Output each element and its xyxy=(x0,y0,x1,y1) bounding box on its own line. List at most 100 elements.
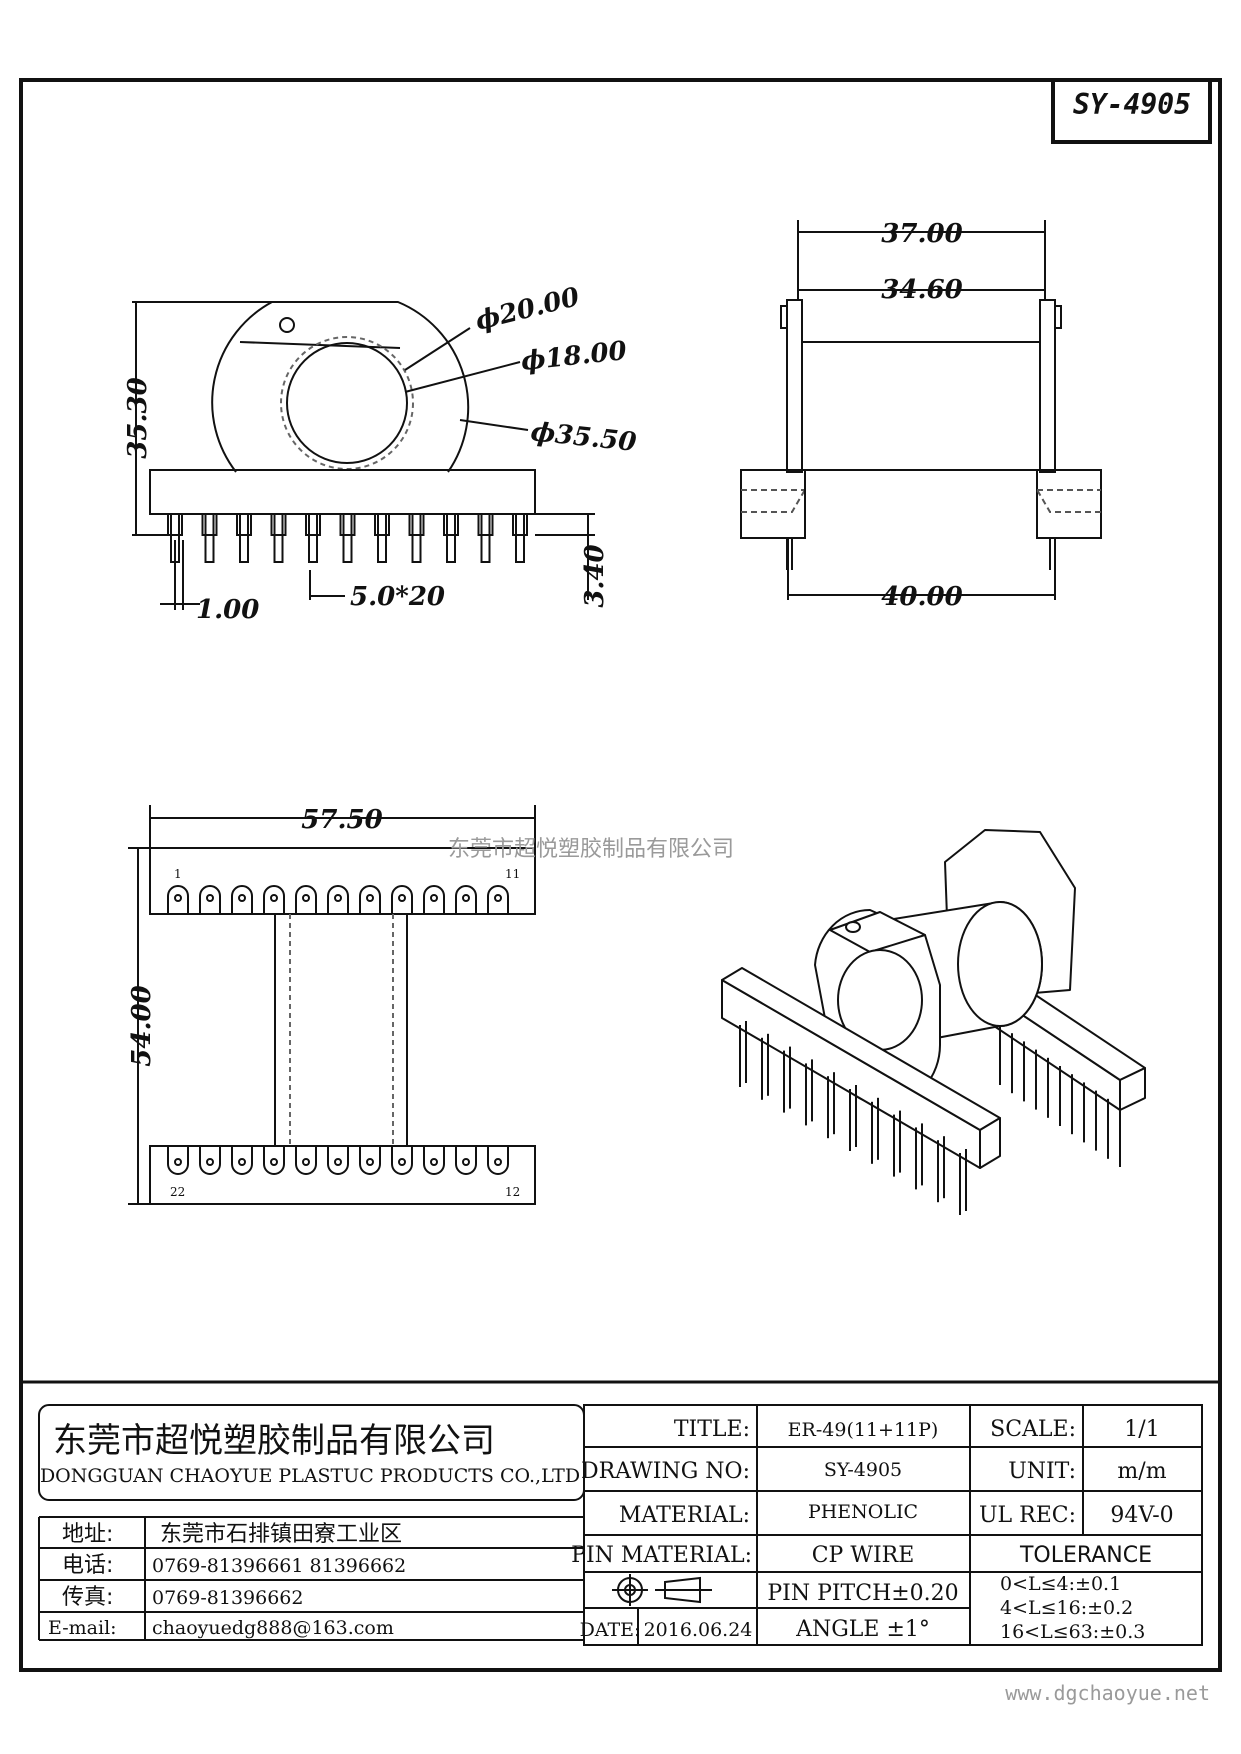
iso-back-pins xyxy=(999,1025,1121,1167)
bottom-hole-top xyxy=(302,894,310,902)
drawing-frame xyxy=(19,78,1222,1672)
dim-dia-18: ϕ18.00 xyxy=(520,336,628,377)
isometric-view xyxy=(721,829,1146,1215)
address-value: 东莞市石排镇田寮工业区 xyxy=(160,1522,402,1547)
material-value: PHENOLIC xyxy=(808,1501,918,1523)
front-pin-notch xyxy=(270,514,287,536)
dim-dia-35: ϕ35.50 xyxy=(529,417,637,458)
bottom-hole-top xyxy=(398,894,406,902)
bottom-pad-top xyxy=(455,885,477,914)
front-pin xyxy=(377,513,387,563)
bottom-hole-top xyxy=(494,894,502,902)
bottom-hole-bottom xyxy=(270,1158,278,1166)
tolerance-line-3: 16<L≤63:±0.3 xyxy=(1000,1621,1145,1643)
pin-material-label: PIN MATERIAL: xyxy=(571,1543,752,1568)
dim-inner-width: 34.60 xyxy=(881,275,962,305)
website-url: www.dgchaoyue.net xyxy=(1005,1681,1210,1705)
date-label: DATE: xyxy=(580,1619,641,1641)
front-pin xyxy=(204,513,215,563)
bottom-hole-bottom xyxy=(462,1158,470,1166)
front-pins xyxy=(167,513,528,563)
front-pin-notch xyxy=(236,514,252,536)
bottom-hole-bottom xyxy=(430,1158,438,1166)
scale-value: 1/1 xyxy=(1124,1417,1159,1442)
front-pin-notch xyxy=(512,514,528,536)
bottom-hole-top xyxy=(174,894,182,902)
date-value: 2016.06.24 xyxy=(644,1619,753,1641)
dim-bottom-width: 57.50 xyxy=(301,805,382,835)
bottom-hole-bottom xyxy=(302,1158,310,1166)
ul-label: UL REC: xyxy=(979,1503,1076,1528)
front-pin-notch xyxy=(443,514,459,536)
bottom-pad-top xyxy=(391,885,413,914)
bottom-pad-bottom xyxy=(327,1146,349,1175)
title-value: ER-49(11+11P) xyxy=(788,1419,939,1441)
drawing-no-label: DRAWING NO: xyxy=(581,1459,750,1484)
bottom-pad-top xyxy=(199,885,221,914)
bottom-hole-top xyxy=(270,894,278,902)
bottom-hole-bottom xyxy=(334,1158,342,1166)
bottom-pad-bottom xyxy=(487,1146,509,1175)
material-label: MATERIAL: xyxy=(619,1503,750,1528)
bottom-pad-top xyxy=(423,885,445,914)
bottom-pad-top xyxy=(263,885,285,914)
pin-number-12: 12 xyxy=(505,1185,520,1199)
tolerance-line-1: 0<L≤4:±0.1 xyxy=(1000,1573,1121,1595)
dim-base-width: 40.00 xyxy=(881,582,962,612)
side-view xyxy=(740,220,1102,600)
dim-pin-length: 3.40 xyxy=(580,544,610,607)
pin-material-value: CP WIRE xyxy=(812,1543,915,1568)
tolerance-label: TOLERANCE xyxy=(1019,1543,1152,1568)
email-label: E-mail: xyxy=(48,1617,117,1639)
bottom-pad-bottom xyxy=(359,1146,381,1175)
drawing-id-box: SY-4905 xyxy=(1051,78,1212,144)
unit-value: m/m xyxy=(1117,1459,1166,1484)
fax-label: 传真: xyxy=(62,1585,113,1610)
bottom-hole-top xyxy=(366,894,374,902)
front-pin xyxy=(342,513,353,563)
email-value: chaoyuedg888@163.com xyxy=(152,1617,394,1639)
drawing-no-value: SY-4905 xyxy=(824,1459,902,1481)
dim-pitch: 5.0*20 xyxy=(350,582,445,612)
front-pin xyxy=(411,513,422,563)
bottom-hole-bottom xyxy=(494,1158,502,1166)
dim-pin-width: 1.00 xyxy=(196,595,259,625)
front-pin-notch xyxy=(167,514,183,536)
bottom-hole-top xyxy=(238,894,246,902)
front-pin-notch xyxy=(305,514,321,536)
bottom-pad-bottom xyxy=(199,1146,221,1175)
front-pin xyxy=(239,513,249,563)
bottom-pad-top xyxy=(167,885,189,914)
bottom-pad-bottom xyxy=(167,1146,189,1175)
company-name-cn: 东莞市超悦塑胶制品有限公司 xyxy=(53,1421,495,1461)
bottom-pad-bottom xyxy=(295,1146,317,1175)
bottom-hole-top xyxy=(206,894,214,902)
bottom-hole-bottom xyxy=(366,1158,374,1166)
front-pin-notch xyxy=(201,514,218,536)
bottom-pad-bottom xyxy=(231,1146,253,1175)
bottom-pad-bottom xyxy=(455,1146,477,1175)
bottom-hole-bottom xyxy=(238,1158,246,1166)
tel-label: 电话: xyxy=(62,1553,113,1578)
tolerance-line-2: 4<L≤16:±0.2 xyxy=(1000,1597,1133,1619)
bottom-pad-top xyxy=(359,885,381,914)
company-name-en: DONGGUAN CHAOYUE PLASTUC PRODUCTS CO.,LT… xyxy=(40,1465,580,1487)
pin-number-22: 22 xyxy=(170,1185,185,1199)
ul-value: 94V-0 xyxy=(1110,1503,1173,1528)
title-block xyxy=(21,1380,1220,1646)
pin-number-11: 11 xyxy=(505,867,520,881)
front-pin-notch xyxy=(408,514,425,536)
title-label: TITLE: xyxy=(674,1417,750,1442)
bottom-pin-marks xyxy=(167,885,509,1175)
unit-label: UNIT: xyxy=(1008,1459,1076,1484)
bottom-hole-bottom xyxy=(174,1158,182,1166)
bottom-hole-top xyxy=(462,894,470,902)
bottom-pad-top xyxy=(231,885,253,914)
front-pin xyxy=(273,513,284,563)
dim-dia-20: ϕ20.00 xyxy=(472,282,582,337)
dim-top-width: 37.00 xyxy=(881,219,962,249)
front-pin xyxy=(480,513,491,563)
address-label: 地址: xyxy=(62,1522,113,1547)
angle: ANGLE ±1° xyxy=(795,1617,930,1642)
